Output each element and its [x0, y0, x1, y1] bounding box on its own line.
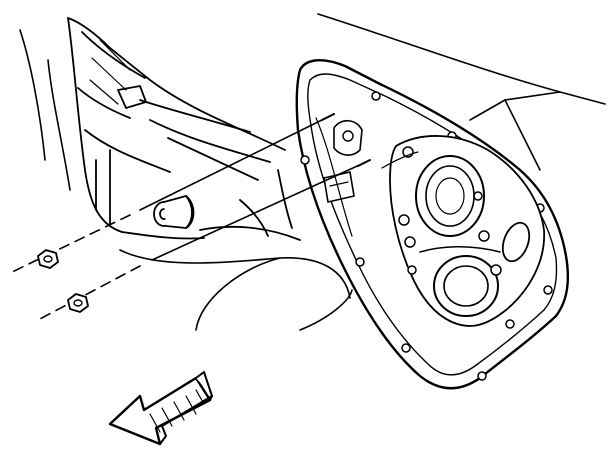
- upper-speaker-opening: [415, 155, 485, 237]
- lower-nut-icon: [67, 293, 89, 313]
- upper-nut-icon: [37, 249, 59, 269]
- vehicle-body-outline: [19, 13, 606, 331]
- access-opening: [501, 221, 531, 263]
- alignment-lines: [7, 113, 371, 321]
- lower-speaker-opening: [433, 255, 499, 317]
- module-fasteners: [398, 146, 502, 276]
- window-regulator-module-panel: [381, 135, 545, 327]
- forward-arrow-icon: [108, 371, 213, 446]
- door-inner-structure: [67, 17, 301, 241]
